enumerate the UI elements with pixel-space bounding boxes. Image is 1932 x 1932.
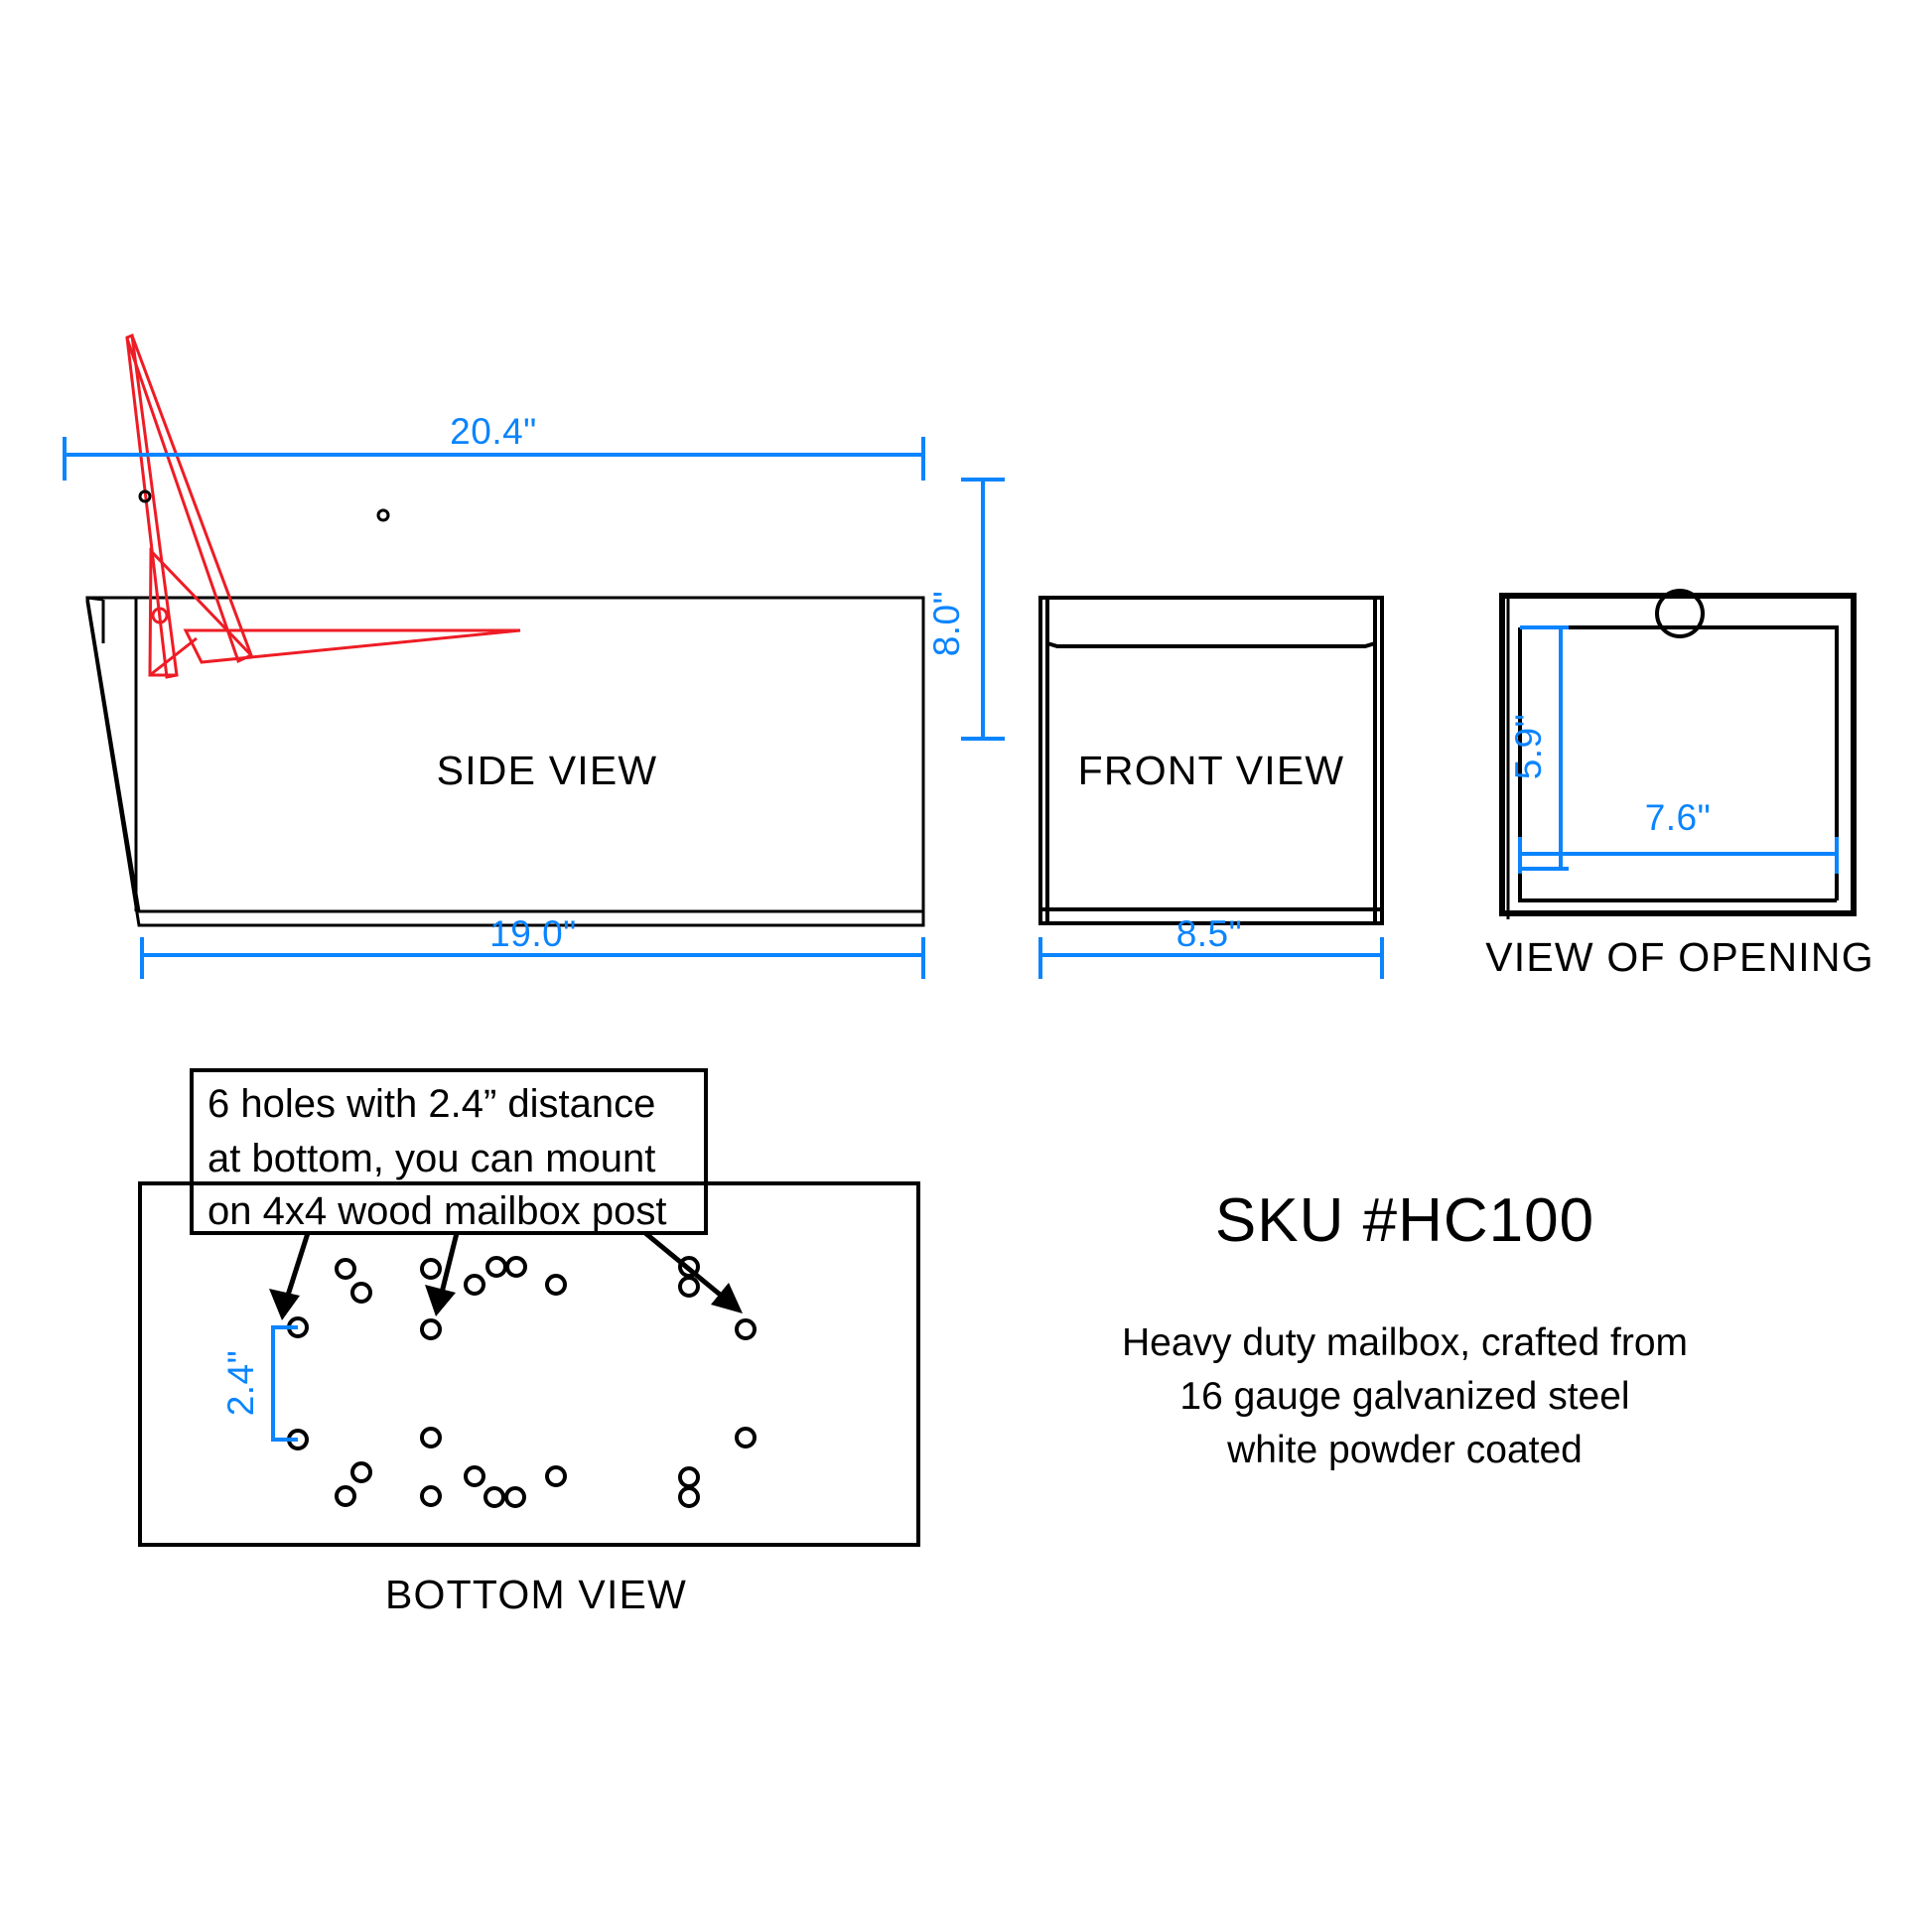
dim-label-5-9: 5.9" — [1508, 714, 1549, 780]
product-desc-line-3: white powder coated — [1226, 1429, 1583, 1471]
side-view-group: 20.4" 8.0" 19.0" SIDE VIEW — [63, 333, 1005, 979]
dim-label-7-6: 7.6" — [1645, 797, 1712, 838]
opening-view-group: 5.9" 7.6" VIEW OF OPENING — [1485, 589, 1874, 980]
callout-line-3: on 4x4 wood mailbox post — [207, 1189, 667, 1233]
dim-opening-width-bottom: 7.6" — [1518, 797, 1839, 874]
dim-label-19-0: 19.0" — [489, 913, 577, 954]
callout-line-2: at bottom, you can mount — [207, 1137, 655, 1180]
bottom-view-holes — [287, 1256, 757, 1508]
callout-line-1: 6 holes with 2.4” distance — [207, 1082, 655, 1126]
product-info-group: SKU #HC100 Heavy duty mailbox, crafted f… — [1122, 1186, 1688, 1471]
side-view-outline — [85, 596, 925, 927]
product-desc-line-1: Heavy duty mailbox, crafted from — [1122, 1321, 1688, 1364]
lock-hole-icon — [1655, 589, 1705, 638]
bottom-view-callout-box: 6 holes with 2.4” distance at bottom, yo… — [190, 1068, 708, 1235]
dim-side-length-top: 20.4" — [63, 411, 925, 481]
dim-label-8-0: 8.0" — [926, 591, 967, 657]
dim-hole-spacing: 2.4" — [220, 1325, 298, 1442]
dim-opening-height-left: 5.9" — [1508, 625, 1569, 871]
dim-side-height-right: 8.0" — [926, 478, 1005, 741]
bottom-view-outline — [138, 1181, 920, 1547]
sku-title: SKU #HC100 — [1215, 1186, 1594, 1255]
front-view-outline — [1038, 596, 1384, 925]
dim-side-base-bottom: 19.0" — [140, 913, 925, 979]
side-view-flag — [125, 333, 521, 679]
dim-label-2-4: 2.4" — [220, 1350, 261, 1417]
bottom-view-title: BOTTOM VIEW — [385, 1572, 687, 1617]
bottom-view-group: 2.4" 6 holes with 2.4” distance at botto… — [138, 1068, 920, 1617]
side-view-holes — [138, 489, 390, 522]
product-desc-line-2: 16 gauge galvanized steel — [1179, 1375, 1629, 1418]
opening-view-title: VIEW OF OPENING — [1485, 934, 1874, 980]
side-view-title: SIDE VIEW — [437, 748, 658, 793]
front-view-title: FRONT VIEW — [1078, 748, 1345, 793]
dim-front-width-bottom: 8.5" — [1038, 913, 1384, 979]
bottom-view-leaders — [269, 1231, 743, 1320]
dim-label-8-5: 8.5" — [1176, 913, 1243, 954]
dim-label-20-4: 20.4" — [450, 411, 537, 452]
opening-view-outline — [1499, 589, 1857, 919]
front-view-group: 8.5" FRONT VIEW — [1038, 596, 1384, 979]
